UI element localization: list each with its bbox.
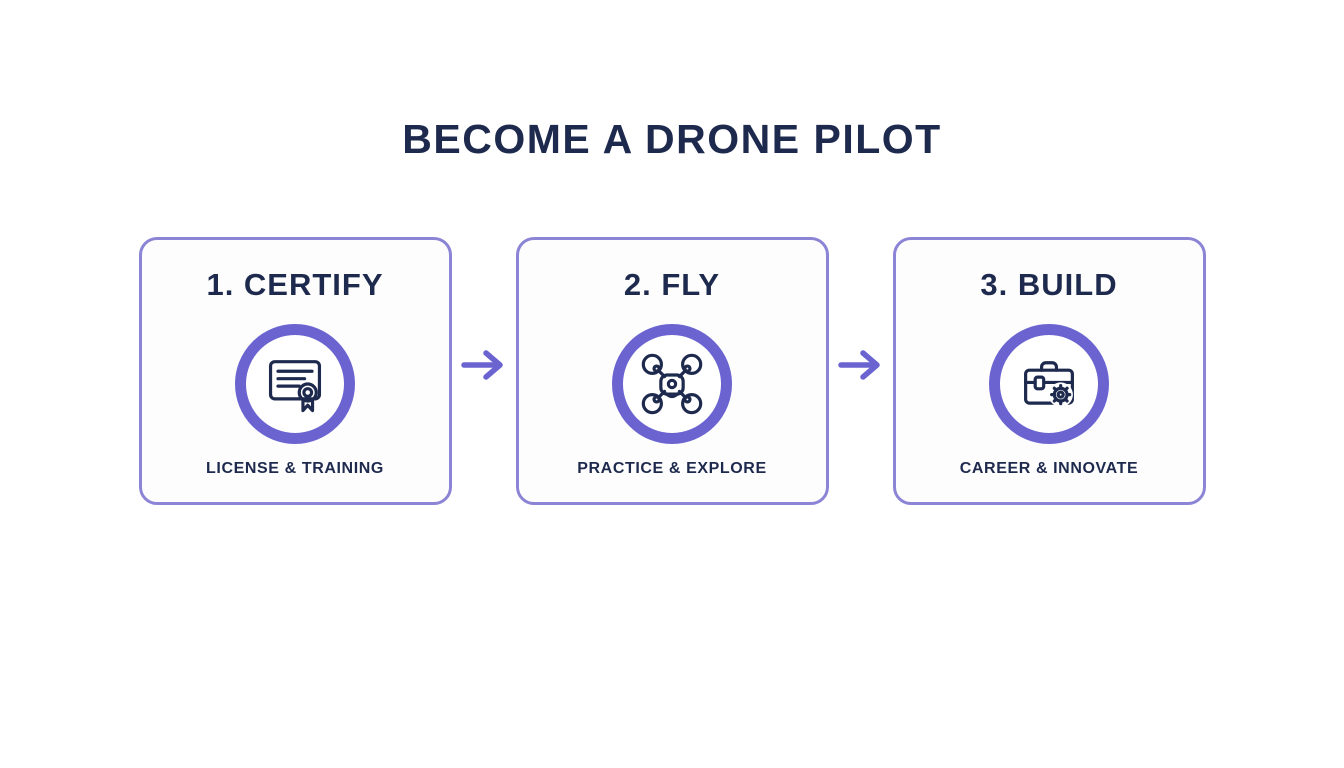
icon-ring [989,324,1109,444]
right-arrow-icon [460,350,503,380]
flow-arrow [829,348,893,382]
right-arrow-icon [837,350,880,380]
step-subtitle: CAREER & INNOVATE [959,460,1139,477]
flow-arrow [452,348,516,382]
drone-icon [641,353,703,415]
icon-ring [235,324,355,444]
step-label: 1. CERTIFY [206,267,384,302]
steps-flow: 1. CERTIFY LICENSE & TRAINING [138,237,1206,505]
step-subtitle: LICENSE & TRAINING [206,460,384,477]
toolbox-icon [1024,361,1074,407]
step-subtitle: PRACTICE & EXPLORE [577,460,767,477]
step-card-build: 3. BUILD [892,237,1206,505]
page-title: BECOME A DRONE PILOT [402,116,942,162]
step-label: 2. FLY [623,267,721,302]
certificate-icon [268,360,322,413]
step-card-fly: 2. FLY [515,237,829,505]
icon-ring [612,324,732,444]
step-card-certify: 1. CERTIFY LICENSE & TRAINING [138,237,452,505]
step-label: 3. BUILD [980,267,1118,302]
